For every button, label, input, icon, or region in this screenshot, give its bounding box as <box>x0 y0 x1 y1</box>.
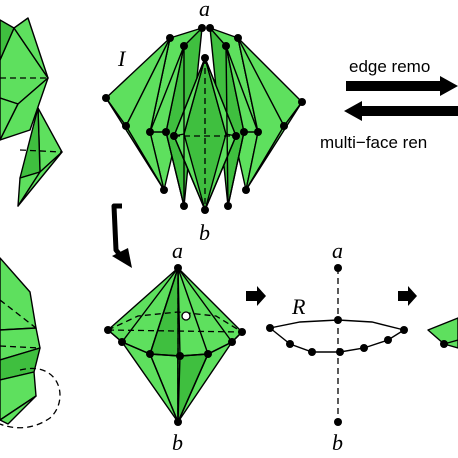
step-arrow-icon-1 <box>246 286 266 306</box>
left-arrow-icon <box>344 101 458 121</box>
hollow-vertex-marker <box>181 311 191 321</box>
vertex-a-label: a <box>199 0 210 21</box>
right-arrow-icon <box>346 76 458 96</box>
left-top-fragment <box>0 17 63 207</box>
operation-arrows: edge remo multi−face ren <box>320 57 458 152</box>
group-i-label: I <box>117 46 127 71</box>
curved-down-arrow-icon <box>111 203 132 268</box>
polyhedron-top: a b I <box>102 0 306 245</box>
ring-b-label: b <box>332 430 343 455</box>
multi-face-removal-text: multi−face ren <box>320 133 427 152</box>
edge-removal-text: edge remo <box>349 57 430 76</box>
vertex-b-label: b <box>199 220 210 245</box>
right-edge-fragment <box>427 317 458 349</box>
ring-r-label: R <box>291 294 306 319</box>
step-arrow-icon-2 <box>398 286 417 306</box>
ring-vertices <box>266 264 408 426</box>
top-polyhedron-vertices <box>102 24 306 214</box>
bipyramid-vertices <box>104 264 246 426</box>
ring-r: a b R <box>266 238 408 455</box>
ring-a-label: a <box>332 238 343 263</box>
bipyramid-b-label: b <box>172 430 183 455</box>
left-bottom-fragment <box>0 257 61 429</box>
bipyramid-a-label: a <box>172 238 183 263</box>
bipyramid-bottom: a b <box>104 238 246 455</box>
